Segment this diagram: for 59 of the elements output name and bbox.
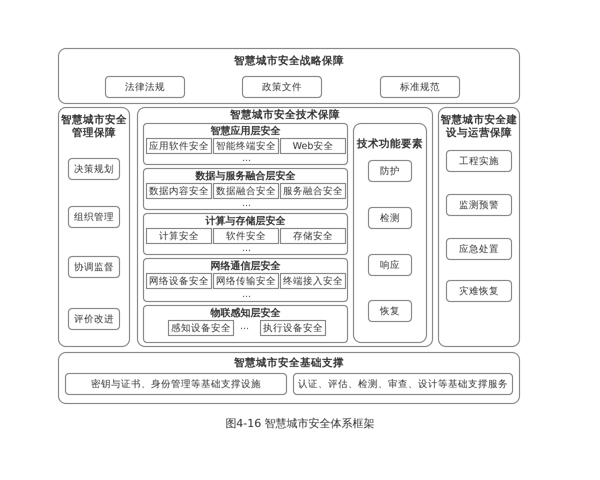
panel-heading: 智慧城市安全技术保障 (229, 109, 341, 122)
panel-heading: 智慧城市安全管理保障 (61, 114, 127, 140)
item-box: 数据融合安全 (213, 183, 279, 199)
section-panel (58, 48, 520, 104)
figure-caption: 图4-16 智慧城市安全体系框架 (224, 416, 376, 431)
item-box: 软件安全 (213, 228, 279, 244)
layer-panel (143, 258, 348, 302)
item-box: 恢复 (368, 300, 412, 322)
item-box: 组织管理 (68, 206, 120, 228)
item-box: 响应 (368, 254, 412, 276)
item-box: 感知设备安全 (168, 320, 234, 336)
layer-panel (143, 123, 348, 165)
item-box: 工程实施 (446, 150, 512, 172)
panel-heading: 技术功能要素 (356, 138, 424, 152)
item-box: 网络设备安全 (146, 273, 212, 289)
item-box: 数据内容安全 (146, 183, 212, 199)
ellipsis-text: … (242, 245, 251, 254)
panel-heading: 物联感知层安全 (209, 308, 282, 320)
item-box: 计算安全 (146, 228, 212, 244)
item-box: 执行设备安全 (260, 320, 326, 336)
item-box: 法律法规 (105, 76, 185, 98)
section-panel (58, 107, 130, 347)
ellipsis-text: … (242, 291, 251, 300)
item-box: 检测 (368, 207, 412, 229)
item-box: 灾难恢复 (446, 280, 512, 302)
item-box: 协调监督 (68, 256, 120, 278)
item-box: 防护 (368, 160, 412, 182)
ellipsis-text: … (242, 155, 251, 164)
panel-heading: 数据与服务融合层安全 (194, 171, 296, 184)
layer-panel (143, 168, 348, 210)
item-box: 标准规范 (380, 76, 460, 98)
item-box: 智能终端安全 (213, 138, 279, 154)
panel-heading: 智慧城市安全建设与运营保障 (440, 114, 518, 140)
panel-heading: 网络通信层安全 (210, 261, 282, 274)
item-box: 应用软件安全 (146, 138, 212, 154)
item-box: 认证、评估、检测、审查、设计等基础支撑服务 (293, 373, 513, 395)
layer-panel (143, 213, 348, 255)
item-box: 政策文件 (242, 76, 322, 98)
ellipsis-text: … (242, 200, 251, 209)
ellipsis-text: … (240, 323, 249, 332)
item-box: 监测预警 (446, 194, 512, 216)
item-box: 服务融合安全 (280, 183, 346, 199)
item-box: 评价改进 (68, 308, 120, 330)
item-box: 密钥与证书、身份管理等基础支撑设施 (65, 373, 287, 395)
item-box: Web安全 (280, 138, 346, 154)
item-box: 终端接入安全 (280, 273, 346, 289)
item-box: 应急处置 (446, 238, 512, 260)
panel-heading: 计算与存储层安全 (204, 216, 286, 228)
panel-heading: 智慧应用层安全 (210, 126, 282, 138)
panel-heading: 智慧城市安全基础支撑 (233, 357, 345, 370)
layer-panel (143, 305, 348, 343)
panel-heading: 智慧城市安全战略保障 (233, 55, 345, 68)
section-panel (438, 107, 520, 347)
item-box: 网络传输安全 (213, 273, 279, 289)
section-panel (353, 123, 427, 343)
item-box: 决策规划 (68, 158, 120, 180)
item-box: 存储安全 (280, 228, 346, 244)
section-panel (58, 352, 520, 404)
section-panel (137, 107, 433, 347)
